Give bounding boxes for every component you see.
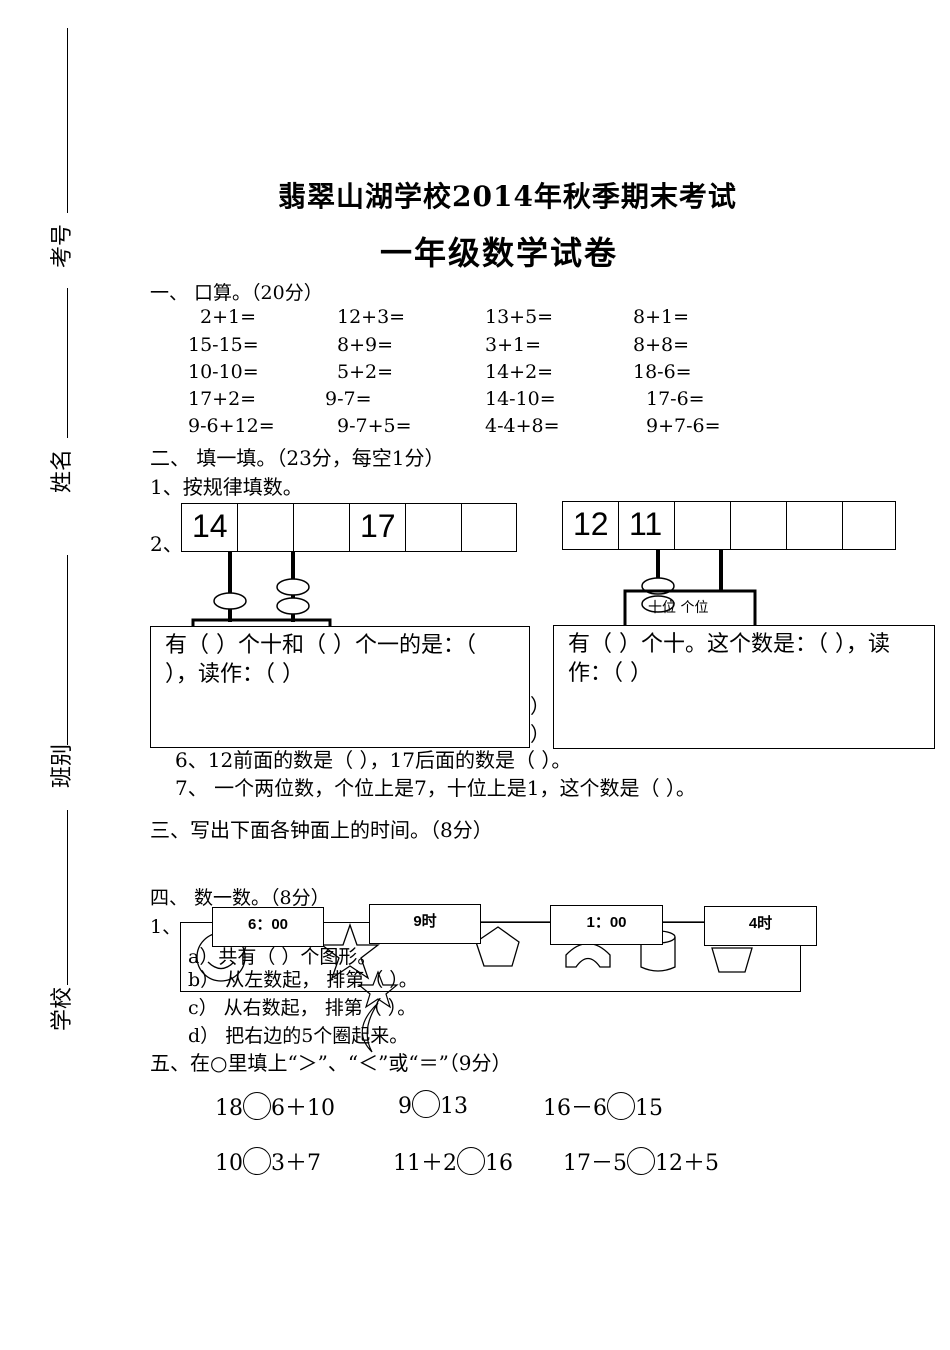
q4-c: c） 从右数起， 排第（ ）。 [188,997,417,1019]
clock-time-box: 9时 [369,904,481,944]
star-icon [320,923,380,980]
sequence-cell[interactable] [294,504,350,551]
compare-circle[interactable] [457,1147,485,1175]
star-icon [357,970,399,1009]
sequence-cell[interactable] [406,504,462,551]
sequence-cell: 12 [563,502,619,549]
sequence-cell: 11 [619,502,675,549]
compare-right: 13 [440,1094,468,1119]
q4-d: d） 把右边的5个圈起来。 [188,1025,409,1047]
problem: 13+5= [485,306,554,328]
compare-right: 12＋5 [655,1151,719,1176]
sequence-grid-right: 12 11 [562,501,896,550]
compare-circle[interactable] [627,1147,655,1175]
compare-item: 9 13 [398,1090,468,1119]
margin-line [67,810,68,985]
abacus-answer-box-right: 有（ ）个十。这个数是：（ ），读作：（ ） [553,625,935,749]
sequence-grid-left: 14 17 [181,503,517,552]
compare-item: 16－6 15 [543,1090,663,1122]
q2-label: 2、 [150,532,183,556]
compare-left: 9 [398,1094,412,1119]
clock-time-box: 6：00 [212,907,324,947]
moon-icon [361,1002,379,1053]
margin-line [67,28,68,213]
clock-time-box: 4时 [704,906,817,946]
compare-circle[interactable] [243,1092,271,1120]
problem: 8+9= [337,334,394,356]
section2-heading: 二、 填一填。（23分，每空1分） [150,446,445,470]
arch-icon [565,942,611,968]
compare-left: 10 [215,1151,243,1176]
sequence-cell[interactable] [787,502,843,549]
compare-left: 16－6 [543,1096,607,1121]
problem: 17+2= [188,388,257,410]
hidden-text-fragment: ） [530,722,550,746]
sequence-cell: 14 [182,504,238,551]
section5-heading: 五、在○里填上“＞”、“＜”或“＝”（9分） [150,1051,512,1075]
section4-heading: 四、 数一数。（8分） [150,887,330,909]
exam-title: 翡翠山湖学校2014年秋季期末考试 [278,180,737,213]
sequence-cell[interactable] [238,504,294,551]
compare-left: 11＋2 [393,1151,457,1176]
compare-right: 15 [635,1096,663,1121]
clock-time-box: 1：00 [550,905,663,945]
problem: 3+1= [485,334,542,356]
problem: 8+1= [633,306,690,328]
compare-item: 10 3＋7 [215,1145,321,1177]
abacus-place-labels: 十位 个位 [648,600,709,616]
section1-heading: 一、 口算。（20分） [150,282,323,304]
problem: 9-7= [325,388,372,410]
compare-right: 16 [485,1151,513,1176]
trapezoid-icon [711,947,753,973]
margin-line [67,288,68,438]
problem: 9-7+5= [337,415,412,437]
problem: 10-10= [188,361,259,383]
compare-circle[interactable] [607,1092,635,1120]
q4-1-label: 1、 [150,916,182,938]
problem: 2+1= [200,306,257,328]
problem: 17-6= [646,388,705,410]
q7: 7、 一个两位数，个位上是7，十位上是1，这个数是（ ）。 [175,776,696,800]
q6: 6、12前面的数是（ ），17后面的数是（ ）。 [175,748,572,772]
hidden-text-fragment: ） [530,694,550,718]
q1-pattern: 1、按规律填数。 [150,475,303,499]
compare-circle[interactable] [243,1147,271,1175]
compare-circle[interactable] [412,1090,440,1118]
compare-item: 17－5 12＋5 [563,1145,719,1177]
problem: 15-15= [188,334,259,356]
compare-item: 18 6＋10 [215,1090,335,1122]
problem: 9-6+12= [188,415,275,437]
problem: 4-4+8= [485,415,560,437]
compare-left: 17－5 [563,1151,627,1176]
abacus-answer-box-left: 有（ ）个十和（ ）个一的是：（ ），读作：（ ） [150,626,530,748]
problem: 12+3= [337,306,406,328]
exam-subtitle: 一年级数学试卷 [380,234,619,272]
section3-heading: 三、写出下面各钟面上的时间。（8分） [150,818,493,842]
q4-a: a）共有（ ）个图形。 [188,946,377,968]
problem: 5+2= [337,361,394,383]
problem: 8+8= [633,334,690,356]
sequence-cell[interactable] [731,502,787,549]
compare-right: 3＋7 [271,1151,321,1176]
compare-left: 18 [215,1096,243,1121]
problem: 9+7-6= [646,415,721,437]
sequence-cell[interactable] [675,502,731,549]
compare-right: 6＋10 [271,1096,335,1121]
sequence-cell: 17 [350,504,406,551]
problem: 14+2= [485,361,554,383]
problem: 18-6= [633,361,692,383]
problem: 14-10= [485,388,556,410]
compare-item: 11＋2 16 [393,1145,513,1177]
margin-line [67,555,68,745]
cylinder-icon [640,937,676,972]
